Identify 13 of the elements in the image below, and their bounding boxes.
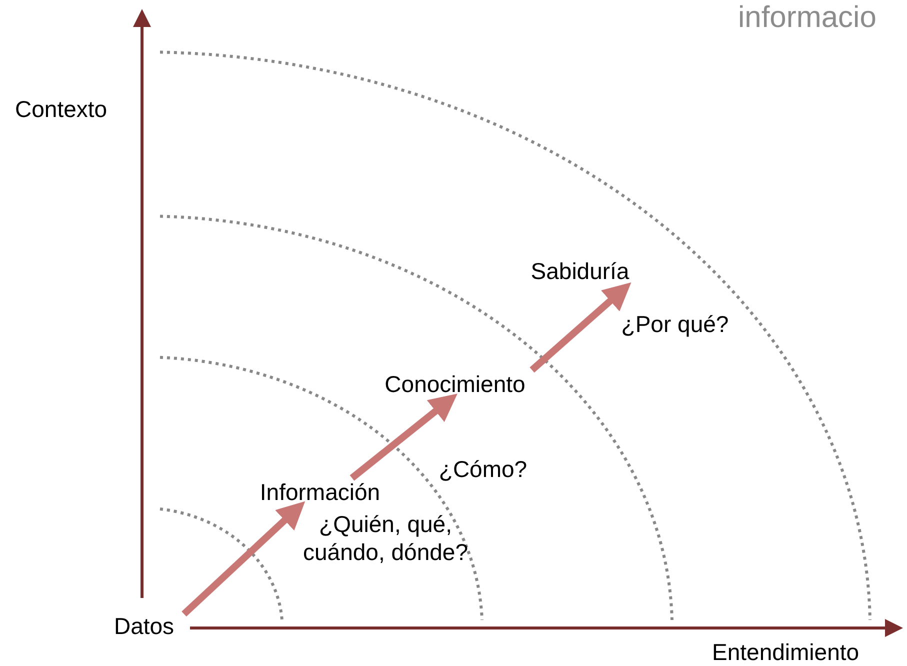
axis-label: Contexto — [15, 95, 108, 124]
stage-label: Sabiduría — [518, 257, 642, 287]
stage-label: Datos — [104, 612, 184, 642]
arrow — [530, 282, 632, 373]
stage-label: Conocimiento — [366, 370, 544, 398]
question-text: ¿Cómo? — [438, 455, 528, 483]
stage-label: Información — [245, 478, 395, 506]
question-text: ¿Quién, qué, cuándo, dónde? — [302, 510, 469, 566]
heading-fragment: informacio — [738, 0, 876, 36]
arrow — [350, 394, 458, 481]
arrow — [182, 501, 306, 617]
axis-label: Entendimiento — [712, 638, 860, 666]
question-text: ¿Por qué? — [620, 310, 730, 338]
